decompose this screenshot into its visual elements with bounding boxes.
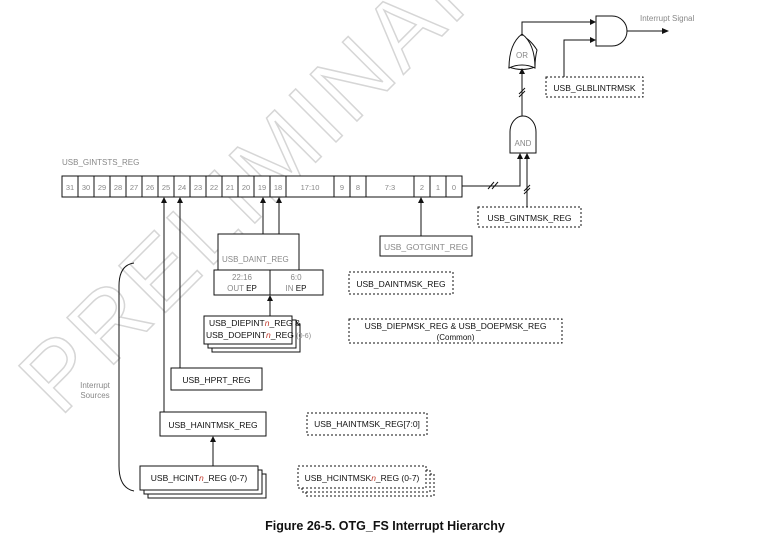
bus-tick [523, 184, 531, 192]
daint-out-arrow [260, 197, 266, 203]
interrupt-sources-brace [118, 262, 135, 492]
bit-label: 0 [452, 183, 456, 192]
interrupt-signal-label: Interrupt Signal [640, 14, 694, 23]
glblintrmsk-line [563, 39, 590, 77]
bit-cell [445, 175, 463, 198]
diepint-arrow [267, 295, 273, 301]
daintmsk-box [348, 271, 454, 295]
diepmsk-line1: USB_DIEPMSK_REG & USB_DOEPMSK_REG [365, 321, 547, 331]
interrupt-sources-line1: Interrupt [80, 381, 111, 390]
haint-arrow [161, 197, 167, 203]
hcint-label: USB_HCINTn_REG (0-7) [151, 473, 248, 483]
haintmsk-range-label: USB_HAINTMSK_REG[7:0] [314, 419, 420, 429]
hprt-arrow [177, 197, 183, 203]
bit-label: 28 [114, 183, 122, 192]
final-and-gate [595, 15, 628, 47]
glblintrmsk-label: USB_GLBLINTRMSK [553, 83, 636, 93]
daint-in-arrow [276, 197, 282, 203]
or-to-and-line [521, 21, 590, 36]
bit-label: 30 [82, 183, 90, 192]
hcint-box [139, 465, 259, 491]
diepmsk-line2: (Common) [437, 333, 475, 342]
haint-label: USB_HAINTMSK_REG [168, 420, 257, 430]
diepmsk-box [348, 318, 563, 344]
haintmsk-range-box [306, 412, 428, 436]
diepint-line1: USB_DIEPINTn_REG & [209, 318, 301, 328]
gotgint-label: USB_GOTGINT_REG [384, 242, 468, 252]
gintmsk-label: USB_GINTMSK_REG [487, 213, 571, 223]
interrupt-signal-arrow [662, 28, 669, 34]
daint-in-ep: IN EP [286, 284, 307, 293]
bus-tick [518, 90, 526, 98]
bit-label: 27 [130, 183, 138, 192]
bit-label: 19 [258, 183, 266, 192]
or-to-and-arrow [590, 19, 596, 25]
diepint-line2: USB_DOEPINTn_REG (0-6) [206, 330, 311, 340]
gintmsk-box [477, 206, 582, 228]
hcintmsk-box [297, 465, 427, 489]
bit-label: 24 [178, 183, 186, 192]
daint-fields [213, 269, 324, 296]
gintsts-label: USB_GINTSTS_REG [62, 158, 139, 167]
daint-out-ep: OUT EP [227, 284, 257, 293]
bit-label: 25 [162, 183, 170, 192]
daintmsk-label: USB_DAINTMSK_REG [356, 279, 445, 289]
bus-tick [523, 187, 531, 195]
daint-box [217, 233, 300, 271]
or-gate-body [508, 33, 536, 69]
bus-tick [518, 87, 526, 95]
haint-box [159, 411, 267, 437]
bit-label: 20 [242, 183, 250, 192]
daint-label: USB_DAINT_REG [222, 255, 289, 264]
bit-label: 29 [98, 183, 106, 192]
bit-label: 21 [226, 183, 234, 192]
and-to-or-arrow [519, 68, 525, 74]
or-gate-label: OR [516, 51, 528, 60]
bit-label: 8 [356, 183, 360, 192]
bit-label: 7:3 [385, 183, 395, 192]
bus-tick [491, 181, 499, 190]
hprt-box [170, 367, 263, 391]
bit-label: 2 [420, 183, 424, 192]
bit-label: 17:10 [301, 183, 320, 192]
diepint-box [203, 315, 293, 345]
figure-caption: Figure 26-5. OTG_FS Interrupt Hierarchy [265, 519, 505, 533]
bit-label: 26 [146, 183, 154, 192]
hprt-label: USB_HPRT_REG [182, 375, 250, 385]
gintmsk-arrow [524, 153, 530, 159]
daint-in-bits: 6:0 [290, 273, 302, 282]
hcint-arrow [210, 436, 216, 442]
interrupt-sources-line2: Sources [80, 391, 109, 400]
bit-label: 9 [340, 183, 344, 192]
bit-label: 23 [194, 183, 202, 192]
bus-tick [487, 181, 495, 190]
glblintrmsk-box [545, 76, 644, 98]
hcintmsk-label: USB_HCINTMSKn_REG (0-7) [305, 473, 420, 483]
and-gate-label: AND [515, 139, 532, 148]
daint-out-bits: 22:16 [232, 273, 253, 282]
reg-to-and-arrow [517, 153, 523, 159]
glblintrmsk-arrow [590, 37, 596, 43]
bit-label: 1 [436, 183, 440, 192]
bit-label: 22 [210, 183, 218, 192]
reg-to-and-line [462, 158, 521, 187]
bit-label: 31 [66, 183, 74, 192]
and-gate [509, 115, 537, 154]
gotgint-box [379, 235, 473, 257]
bit-label: 18 [274, 183, 282, 192]
gotgint-arrow [418, 197, 424, 203]
